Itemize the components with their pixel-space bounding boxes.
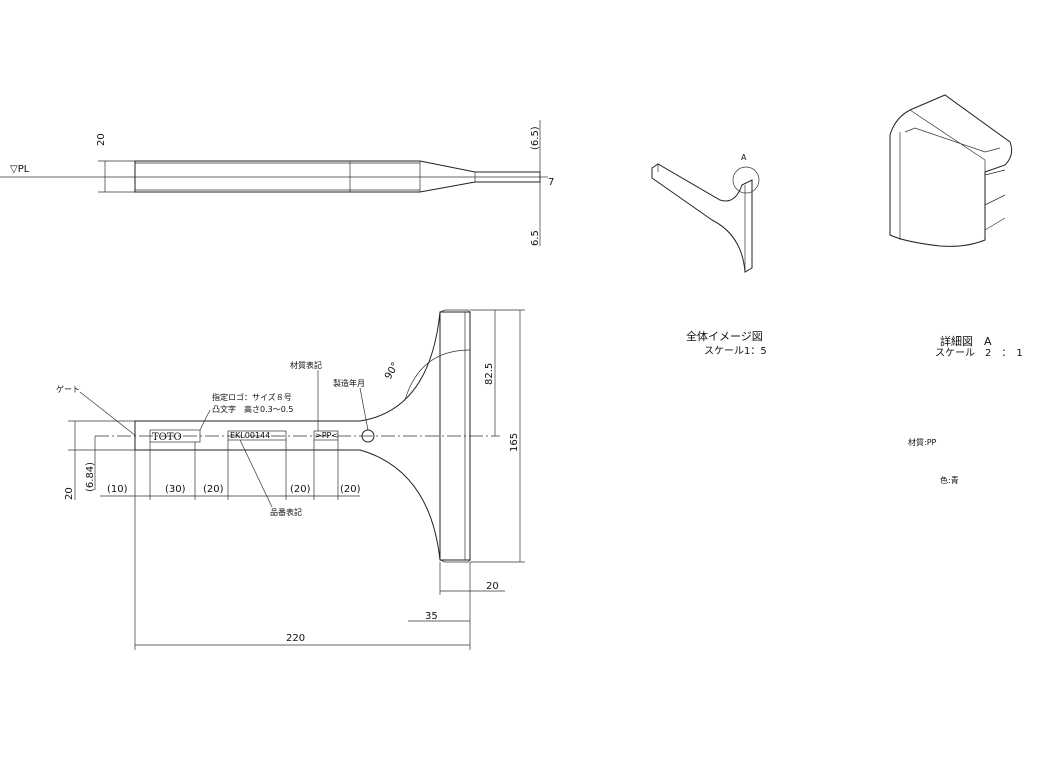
dim-35: 35 xyxy=(425,611,438,622)
material-note: 材質:PP xyxy=(908,437,937,447)
logo-label-line2: 凸文字 高さ0.3～0.5 xyxy=(212,404,293,414)
material-mark: >PP< xyxy=(315,431,338,440)
logo-text: TOTO xyxy=(152,432,182,443)
detail-view-scale: スケール 2 ： 1 xyxy=(935,347,1023,359)
side-view: ▽PL 20 (6.5) 7 6.5 xyxy=(0,120,554,246)
front-view: TOTO EKL00144 >PP< ゲート 指定ロゴ：サイズ８号 凸文字 高さ… xyxy=(56,309,525,650)
pl-label: ▽PL xyxy=(10,164,30,175)
angle-label: 90° xyxy=(383,361,401,382)
dim-20-left: 20 xyxy=(64,487,75,500)
dim-165: 165 xyxy=(509,433,520,452)
part-number: EKL00144 xyxy=(230,431,270,440)
chain-dim-2: (30) xyxy=(165,484,186,495)
chain-dim-3: (20) xyxy=(203,484,224,495)
dim-tip-top: (6.5) xyxy=(530,126,541,150)
dim-6-84: (6.84) xyxy=(85,462,96,492)
overall-view-title: 全体イメージ図 xyxy=(686,329,763,343)
dim-side-height: 20 xyxy=(96,133,107,146)
overall-view: A 全体イメージ図 スケール1：5 xyxy=(651,153,767,357)
chain-dim-4: (20) xyxy=(290,484,311,495)
dim-220: 220 xyxy=(286,633,305,644)
material-label: 材質表記 xyxy=(290,360,322,370)
detail-view: 詳細図 A スケール 2 ： 1 xyxy=(889,94,1023,359)
dim-tip-bottom: 6.5 xyxy=(530,230,541,246)
part-label: 品番表記 xyxy=(270,507,302,517)
detail-marker: A xyxy=(741,153,747,162)
dim-tip-mid: 7 xyxy=(548,177,554,188)
chain-dim-1: (10) xyxy=(107,484,128,495)
date-label: 製造年月 xyxy=(333,378,365,388)
detail-view-title: 詳細図 A xyxy=(940,334,992,348)
logo-label-line1: 指定ロゴ：サイズ８号 xyxy=(212,392,292,402)
color-note: 色:青 xyxy=(940,475,959,485)
dim-82-5: 82.5 xyxy=(484,363,495,385)
notes: 材質:PP 色:青 xyxy=(908,437,959,485)
dim-20-right: 20 xyxy=(486,581,499,592)
gate-label: ゲート xyxy=(56,384,80,394)
overall-view-scale: スケール1：5 xyxy=(704,345,767,357)
chain-dim-5: (20) xyxy=(340,484,361,495)
